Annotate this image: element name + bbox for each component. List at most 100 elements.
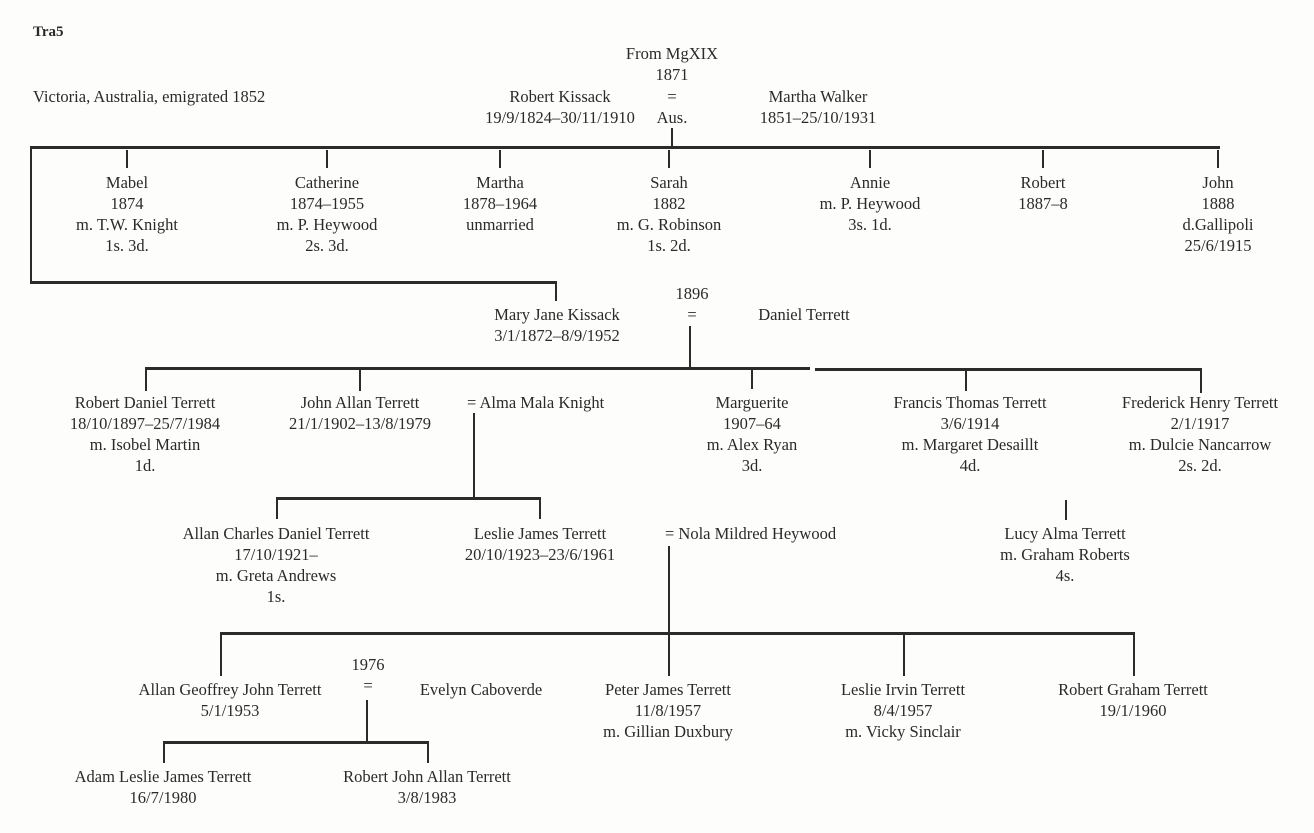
person-detail-line: 3d.	[741, 456, 763, 475]
person-detail-line: Sarah	[650, 173, 688, 192]
drop-line	[869, 150, 871, 168]
person-detail-line: Peter James Terrett	[605, 680, 731, 699]
marriage-sign: =Aus.	[522, 86, 822, 128]
person-detail-line: m. T.W. Knight	[76, 215, 178, 234]
person-detail-line: 16/7/1980	[129, 788, 197, 807]
person-detail-line: m. G. Robinson	[616, 215, 722, 234]
person-robert: Robert 1887–8	[893, 172, 1193, 214]
person-john-allan-terrett: John Allan Terrett 21/1/1902–13/8/1979	[210, 392, 510, 434]
person-detail-line: 21/1/1902–13/8/1979	[288, 414, 432, 433]
tree-title: Tra5	[33, 24, 64, 40]
person-detail-line: Robert	[1020, 173, 1066, 192]
person-detail-line: 1976	[351, 655, 385, 674]
person-robert-graham-terrett: Robert Graham Terrett 19/1/1960	[983, 679, 1283, 721]
drop-line	[163, 743, 165, 763]
person-mary-jane-kissack: Mary Jane Kissack 3/1/1872–8/9/1952	[407, 304, 707, 346]
person-detail-line: 1s. 3d.	[105, 236, 149, 255]
person-detail-line: Robert John Allan Terrett	[343, 767, 511, 786]
person-detail-line: 17/10/1921–	[234, 545, 318, 564]
person-detail-line: unmarried	[466, 215, 534, 234]
person-detail-line: Catherine	[294, 173, 360, 192]
descent-line	[30, 146, 32, 284]
sibling-line	[163, 741, 429, 744]
person-detail-line: Martha Walker	[768, 87, 868, 106]
person-detail-line: Robert Graham Terrett	[1058, 680, 1208, 699]
drop-line	[965, 369, 967, 391]
person-detail-line: 1874–1955	[289, 194, 365, 213]
person-detail-line: 11/8/1957	[634, 701, 702, 720]
person-leslie-james-terrett: Leslie James Terrett 20/10/1923–23/6/1961	[390, 523, 690, 565]
person-detail-line: Lucy Alma Terrett	[1004, 524, 1126, 543]
person-detail-line: 1887–8	[1018, 194, 1068, 213]
person-detail-line: 5/1/1953	[200, 701, 260, 720]
spouse-nola-mildred-heywood: = Nola Mildred Heywood	[665, 524, 837, 543]
person-detail-line: Marguerite	[715, 393, 789, 412]
person-martha-walker: Martha Walker 1851–25/10/1931	[668, 86, 968, 128]
drop-line	[539, 499, 541, 519]
sibling-line	[220, 632, 1135, 635]
person-detail-line: m. P. Heywood	[276, 215, 378, 234]
person-detail-line: 3/6/1914	[940, 414, 1000, 433]
person-detail-line: 1s. 2d.	[647, 236, 691, 255]
person-daniel-terrett: Daniel Terrett	[654, 304, 954, 325]
descent-line	[671, 128, 673, 148]
drop-line	[903, 634, 905, 676]
person-detail-line: 1888	[1201, 194, 1235, 213]
descent-line	[555, 281, 557, 301]
person-detail-line: =	[363, 676, 373, 695]
person-detail-line: d.Gallipoli	[1182, 215, 1254, 234]
person-detail-line: Evelyn Caboverde	[419, 680, 543, 699]
person-detail-line: Frederick Henry Terrett	[1121, 393, 1279, 412]
person-detail-line: Leslie James Terrett	[473, 524, 607, 543]
person-detail-line: 1882	[652, 194, 686, 213]
person-robert-john-allan-terrett: Robert John Allan Terrett 3/8/1983	[277, 766, 577, 808]
drop-line	[1133, 634, 1135, 676]
person-detail-line: 3/8/1983	[397, 788, 457, 807]
person-detail-line: 1d.	[134, 456, 156, 475]
person-detail-line: 3/1/1872–8/9/1952	[494, 326, 620, 345]
person-detail-line: Aus.	[656, 108, 688, 127]
person-detail-line: Allan Charles Daniel Terrett	[182, 524, 370, 543]
person-detail-line: 20/10/1923–23/6/1961	[464, 545, 616, 564]
descent-line	[473, 413, 475, 499]
drop-line	[276, 499, 278, 519]
sibling-line	[30, 146, 1220, 149]
person-detail-line: 4d.	[959, 456, 981, 475]
person-detail-line: m. Greta Andrews	[215, 566, 337, 585]
person-detail-line: 1874	[110, 194, 144, 213]
drop-line	[751, 369, 753, 389]
drop-line	[145, 369, 147, 391]
person-detail-line: 4s.	[1055, 566, 1075, 585]
person-detail-line: John Allan Terrett	[300, 393, 420, 412]
person-detail-line: 25/6/1915	[1184, 236, 1252, 255]
person-detail-line: Mary Jane Kissack	[494, 305, 620, 324]
drop-line	[668, 634, 670, 676]
person-detail-line: 19/1/1960	[1099, 701, 1167, 720]
sibling-line	[30, 281, 557, 284]
origin-note: Victoria, Australia, emigrated 1852	[33, 87, 266, 106]
person-detail-line: 1851–25/10/1931	[759, 108, 877, 127]
marriage-year-1896: 1896=	[542, 283, 842, 325]
person-detail-line: m. Alex Ryan	[706, 435, 798, 454]
person-detail-line: Leslie Irvin Terrett	[840, 680, 966, 699]
person-detail-line: From MgXIX	[625, 44, 719, 63]
spouse-evelyn-caboverde: Evelyn Caboverde	[331, 679, 631, 700]
drop-line	[1042, 150, 1044, 168]
person-detail-line: 3s. 1d.	[848, 215, 892, 234]
descent-line	[689, 326, 691, 370]
drop-line	[1065, 500, 1067, 520]
person-detail-line: m. Graham Roberts	[1000, 545, 1130, 564]
person-detail-line: m. Isobel Martin	[89, 435, 201, 454]
drop-line	[326, 150, 328, 168]
person-detail-line: 2/1/1917	[1170, 414, 1230, 433]
person-detail-line: 18/10/1897–25/7/1984	[69, 414, 221, 433]
